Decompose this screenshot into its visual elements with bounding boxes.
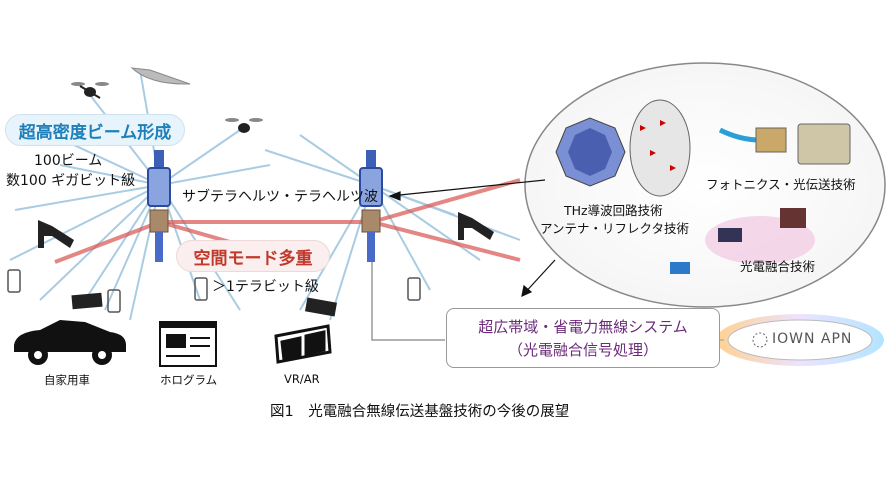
vr-label: VR/AR [284,372,320,386]
figure-caption: 図1 光電融合無線伝送基盤技術の今後の展望 [270,404,570,420]
drone-icon [225,118,263,133]
beam-count-label: 100ビーム [34,153,103,169]
terabit-label: ＞1テラビット級 [212,279,319,295]
iown-logo [716,314,884,366]
beam-rate-label: 数100 ギガビット級 [6,173,136,189]
photonics-label: フォトニクス・光伝送技術 [706,177,856,192]
optoelectronic-diagram [670,208,815,274]
optoelectronic-label: 光電融合技術 [740,259,816,274]
hologram-label: ホログラム [160,373,218,387]
iown-label: IOWN APN [772,331,853,347]
system-box: 超広帯域・省電力無線システム （光電融合信号処理） [446,308,720,368]
drone-icon [71,82,109,99]
camera-icon [458,212,494,240]
fiber-icon [718,123,851,165]
smartphone-icon [7,269,421,313]
wave-label: サブテラヘルツ・テラヘルツ波 [182,189,378,205]
vr-headset-icon [274,324,332,364]
camera-icon [38,220,74,248]
chip-icon [555,117,626,187]
connector-line [371,262,445,341]
thz-circuit-label: THz導波回路技術 [564,203,663,218]
beamforming-label: 超高密度ビーム形成 [5,114,185,146]
antenna-label: アンテナ・リフレクタ技術 [540,221,690,236]
hologram-icon [159,321,217,367]
spatial-mode-label: 空間モード多重 [176,240,330,272]
antenna-tower-icon [147,150,171,262]
arrow-lines [388,179,556,298]
car-label: 自家用車 [44,373,90,387]
tablet-icon [71,292,103,310]
airplane-icon [130,67,191,85]
antenna-tower-icon [359,150,383,262]
reflector-icon [629,99,691,197]
car-icon [14,320,126,365]
tablet-icon [305,297,337,317]
